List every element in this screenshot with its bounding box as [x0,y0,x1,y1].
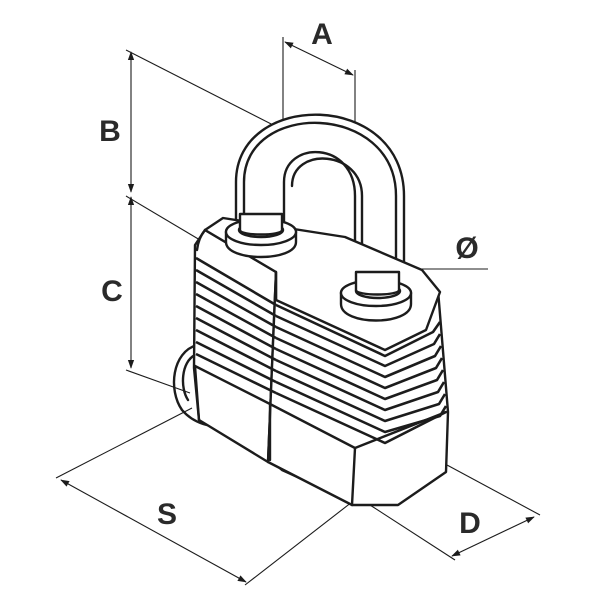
dimension-line-a [284,41,354,76]
lock-body [192,216,450,507]
extension-line-middle [125,195,201,241]
label-diameter: Ø [455,232,478,265]
extension-line-s-right [244,501,353,586]
dimension-labels: A B C Ø S D [99,18,481,540]
extension-line-bottom-left [125,369,191,394]
dimension-line-d [451,516,535,557]
extension-line-d-left [369,504,456,561]
shackle-collars [224,212,413,322]
label-s: S [157,498,177,531]
extension-line-d-right [446,464,541,516]
extension-line-s-left [55,407,193,479]
label-b: B [99,115,121,148]
label-a: A [311,18,333,51]
label-c: C [101,275,123,308]
extension-line-top [125,49,284,131]
dimension-line-s [60,479,247,583]
label-d: D [459,507,481,540]
